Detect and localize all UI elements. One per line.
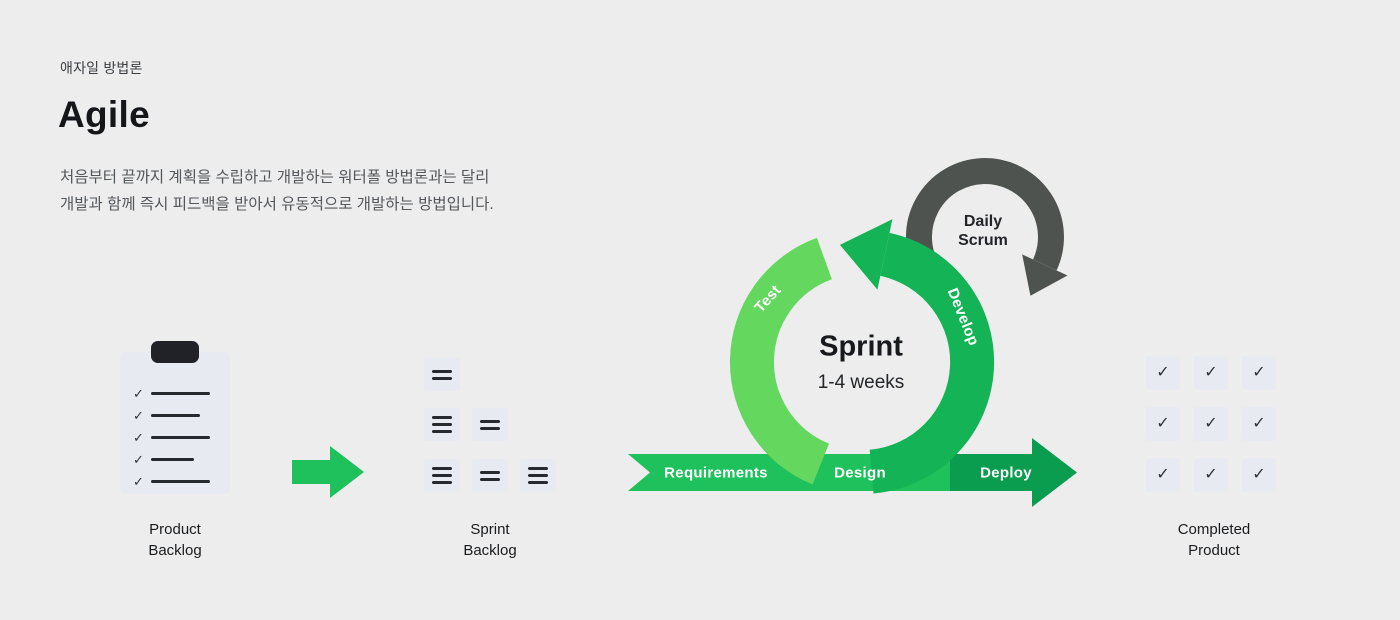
develop-arrowhead-icon — [839, 219, 893, 290]
sprint-title: Sprint — [819, 330, 903, 363]
checkmark-icon: ✓ — [133, 473, 144, 489]
card-line — [432, 369, 452, 373]
product-backlog-label: Product Backlog — [148, 521, 202, 559]
card-line — [528, 481, 548, 484]
completed-cell: ✓ — [1194, 458, 1228, 492]
completed-cell: ✓ — [1242, 407, 1276, 441]
test-arc — [729, 237, 833, 485]
checkmark-icon: ✓ — [133, 407, 144, 423]
backlog-card — [520, 459, 556, 492]
clipboard-icon — [120, 352, 230, 494]
list-line — [150, 413, 200, 417]
completed-cell: ✓ — [1194, 356, 1228, 390]
arrow-shape — [292, 446, 364, 498]
develop-arc — [869, 232, 995, 494]
backlog-card — [424, 459, 460, 492]
sprint-backlog-label: Sprint Backlog — [463, 521, 517, 559]
design-label: Design — [834, 464, 886, 482]
checkmark-icon: ✓ — [1252, 466, 1266, 483]
backlog-card — [424, 408, 460, 441]
daily-scrum-arrowhead-icon — [1022, 254, 1068, 296]
checklist-row: ✓ — [133, 426, 210, 448]
list-line — [150, 479, 210, 483]
card-line — [528, 474, 548, 477]
card-line — [432, 474, 452, 477]
checkmark-icon: ✓ — [133, 385, 144, 401]
completed-cell: ✓ — [1242, 356, 1276, 390]
flow-arrow-icon — [292, 446, 364, 498]
completed-cell: ✓ — [1194, 407, 1228, 441]
deploy-arrow — [950, 438, 1077, 507]
card-line — [480, 419, 500, 423]
clipboard-clip-icon — [151, 341, 199, 363]
completed-product-node: ✓ ✓ ✓ ✓ ✓ ✓ ✓ ✓ ✓ — [1146, 356, 1276, 492]
completed-cell: ✓ — [1242, 458, 1276, 492]
card-line — [432, 376, 452, 380]
checklist-row: ✓ — [133, 382, 210, 404]
card-line — [432, 481, 452, 484]
checkmark-icon: ✓ — [1156, 364, 1170, 381]
list-line — [150, 391, 210, 395]
completed-product-label: Completed Product — [1177, 521, 1251, 559]
checklist-row: ✓ — [133, 448, 210, 470]
card-line — [480, 470, 500, 474]
requirements-label: Requirements — [664, 464, 768, 482]
daily-scrum-arc — [905, 158, 1064, 277]
card-line — [432, 423, 452, 426]
page-title: Agile — [58, 94, 150, 135]
checkmark-icon: ✓ — [1156, 415, 1170, 432]
backlog-card — [472, 408, 508, 441]
card-line — [432, 430, 452, 433]
completed-cell: ✓ — [1146, 458, 1180, 492]
checkmark-icon: ✓ — [133, 451, 144, 467]
list-line — [150, 457, 194, 461]
completed-cell: ✓ — [1146, 407, 1180, 441]
daily-scrum-label: Daily Scrum — [958, 213, 1008, 249]
card-line — [480, 426, 500, 430]
checkmark-icon: ✓ — [1252, 364, 1266, 381]
checkmark-icon: ✓ — [1204, 415, 1218, 432]
product-backlog-node: ✓ ✓ ✓ ✓ ✓ — [120, 341, 230, 494]
sprint-cycle-diagram — [628, 158, 1077, 507]
card-line — [432, 416, 452, 419]
checkmark-icon: ✓ — [1204, 364, 1218, 381]
card-line — [528, 467, 548, 470]
checkmark-icon: ✓ — [1204, 466, 1218, 483]
backlog-card — [472, 459, 508, 492]
list-line — [150, 435, 210, 439]
card-line — [432, 467, 452, 470]
backlog-card — [424, 358, 460, 391]
sprint-duration: 1-4 weeks — [817, 372, 905, 393]
deploy-label: Deploy — [980, 464, 1032, 482]
clipboard-checklist: ✓ ✓ ✓ ✓ ✓ — [133, 382, 210, 492]
completed-cell: ✓ — [1146, 356, 1180, 390]
checkmark-icon: ✓ — [1252, 415, 1266, 432]
description-text: 처음부터 끝까지 계획을 수립하고 개발하는 워터폴 방법론과는 달리 개발과 … — [60, 169, 494, 213]
checklist-row: ✓ — [133, 404, 210, 426]
card-line — [480, 477, 500, 481]
checkmark-icon: ✓ — [1156, 466, 1170, 483]
checklist-row: ✓ — [133, 470, 210, 492]
eyebrow-subtitle: 애자일 방법론 — [60, 60, 143, 76]
checkmark-icon: ✓ — [133, 429, 144, 445]
